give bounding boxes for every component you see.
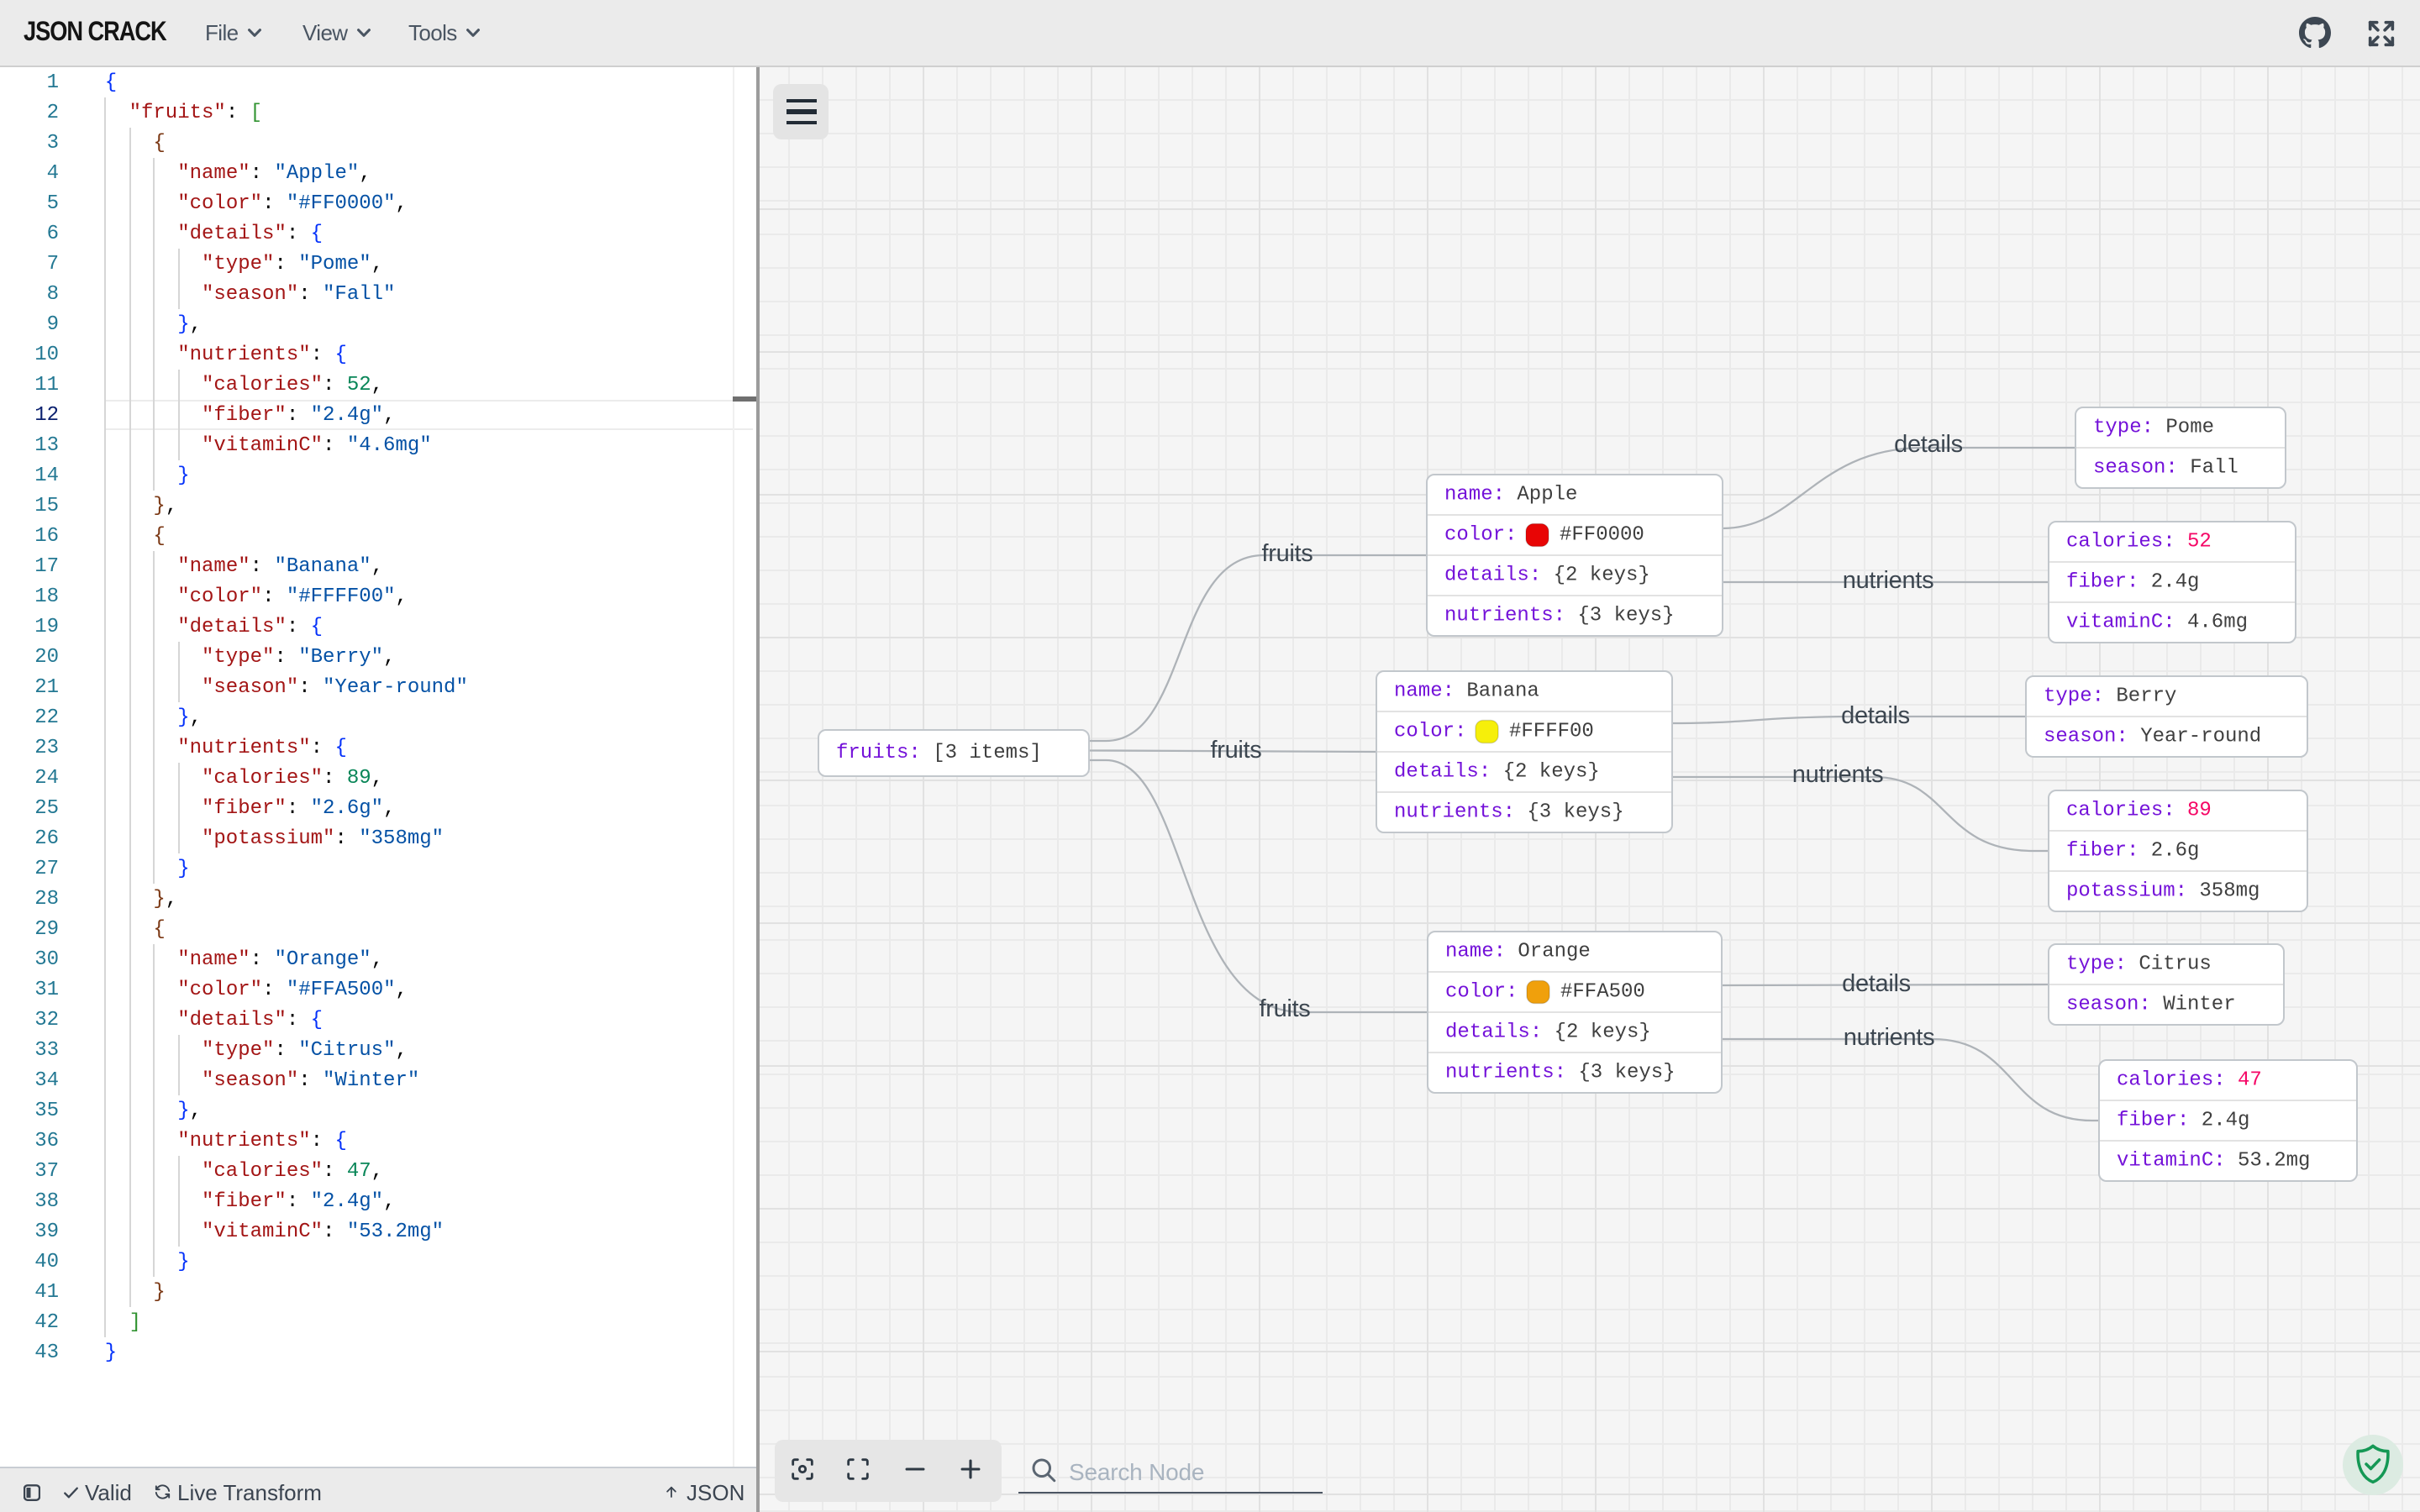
svg-text:{2 keys}: {2 keys} — [1555, 1021, 1651, 1044]
svg-text:fruits:: fruits: — [836, 742, 921, 764]
svg-text:fiber:: fiber: — [2117, 1110, 2189, 1132]
svg-text:Citrus: Citrus — [2139, 953, 2211, 976]
svg-text:52: 52 — [2187, 531, 2212, 554]
svg-text:2.6g: 2.6g — [2151, 840, 2200, 863]
svg-text:{3 keys}: {3 keys} — [1527, 801, 1623, 824]
svg-text:{2 keys}: {2 keys} — [1554, 564, 1650, 587]
svg-text:fiber:: fiber: — [2066, 840, 2139, 863]
svg-text:color:: color: — [1394, 721, 1466, 743]
svg-text:{3 keys}: {3 keys} — [1578, 1062, 1675, 1084]
svg-text:Year-round: Year-round — [2140, 726, 2261, 748]
svg-text:Apple: Apple — [1517, 484, 1577, 507]
svg-text:name:: name: — [1444, 484, 1505, 507]
svg-text:details:: details: — [1444, 564, 1541, 587]
svg-text:details: details — [1894, 431, 1963, 458]
svg-text:nutrients: nutrients — [1843, 567, 1934, 594]
svg-text:fruits: fruits — [1259, 995, 1310, 1022]
svg-text:details: details — [1841, 702, 1910, 729]
svg-text:vitaminC:: vitaminC: — [2066, 612, 2175, 634]
svg-text:[3 items]: [3 items] — [933, 742, 1042, 764]
svg-text:2.4g: 2.4g — [2151, 571, 2200, 594]
svg-text:{3 keys}: {3 keys} — [1577, 605, 1674, 627]
svg-text:details: details — [1842, 970, 1911, 997]
svg-text:Winter: Winter — [2163, 994, 2235, 1016]
svg-text:fruits: fruits — [1210, 737, 1261, 764]
svg-text:color:: color: — [1445, 981, 1518, 1004]
svg-text:nutrients: nutrients — [1792, 761, 1884, 788]
svg-text:type:: type: — [2066, 953, 2127, 976]
svg-text:nutrients:: nutrients: — [1445, 1062, 1566, 1084]
svg-text:{2 keys}: {2 keys} — [1503, 761, 1600, 784]
svg-text:Fall: Fall — [2190, 457, 2238, 480]
svg-text:#FFA500: #FFA500 — [1560, 981, 1645, 1004]
svg-text:details:: details: — [1394, 761, 1491, 784]
svg-text:Pome: Pome — [2165, 417, 2214, 439]
svg-text:Orange: Orange — [1518, 941, 1590, 963]
svg-text:nutrients: nutrients — [1844, 1024, 1935, 1051]
svg-text:Banana: Banana — [1466, 680, 1539, 703]
svg-text:calories:: calories: — [2066, 531, 2175, 554]
svg-text:47: 47 — [2238, 1069, 2262, 1092]
svg-text:season:: season: — [2093, 457, 2178, 480]
svg-text:color:: color: — [1444, 524, 1517, 547]
svg-text:358mg: 358mg — [2199, 880, 2260, 903]
svg-text:calories:: calories: — [2117, 1069, 2226, 1092]
svg-text:Berry: Berry — [2116, 685, 2176, 708]
svg-text:53.2mg: 53.2mg — [2238, 1150, 2310, 1173]
svg-text:type:: type: — [2093, 417, 2154, 439]
svg-text:4.6mg: 4.6mg — [2187, 612, 2248, 634]
svg-text:2.4g: 2.4g — [2202, 1110, 2250, 1132]
svg-text:vitaminC:: vitaminC: — [2117, 1150, 2226, 1173]
svg-text:season:: season: — [2066, 994, 2151, 1016]
svg-text:fruits: fruits — [1261, 540, 1313, 567]
svg-text:name:: name: — [1394, 680, 1455, 703]
svg-text:calories:: calories: — [2066, 800, 2175, 822]
svg-text:name:: name: — [1445, 941, 1506, 963]
svg-text:season:: season: — [2044, 726, 2128, 748]
svg-text:details:: details: — [1445, 1021, 1542, 1044]
svg-text:nutrients:: nutrients: — [1444, 605, 1565, 627]
svg-text:#FFFF00: #FFFF00 — [1509, 721, 1594, 743]
svg-text:fiber:: fiber: — [2066, 571, 2139, 594]
svg-text:type:: type: — [2044, 685, 2104, 708]
svg-text:89: 89 — [2187, 800, 2212, 822]
svg-text:potassium:: potassium: — [2066, 880, 2187, 903]
svg-text:#FF0000: #FF0000 — [1560, 524, 1644, 547]
svg-text:nutrients:: nutrients: — [1394, 801, 1515, 824]
